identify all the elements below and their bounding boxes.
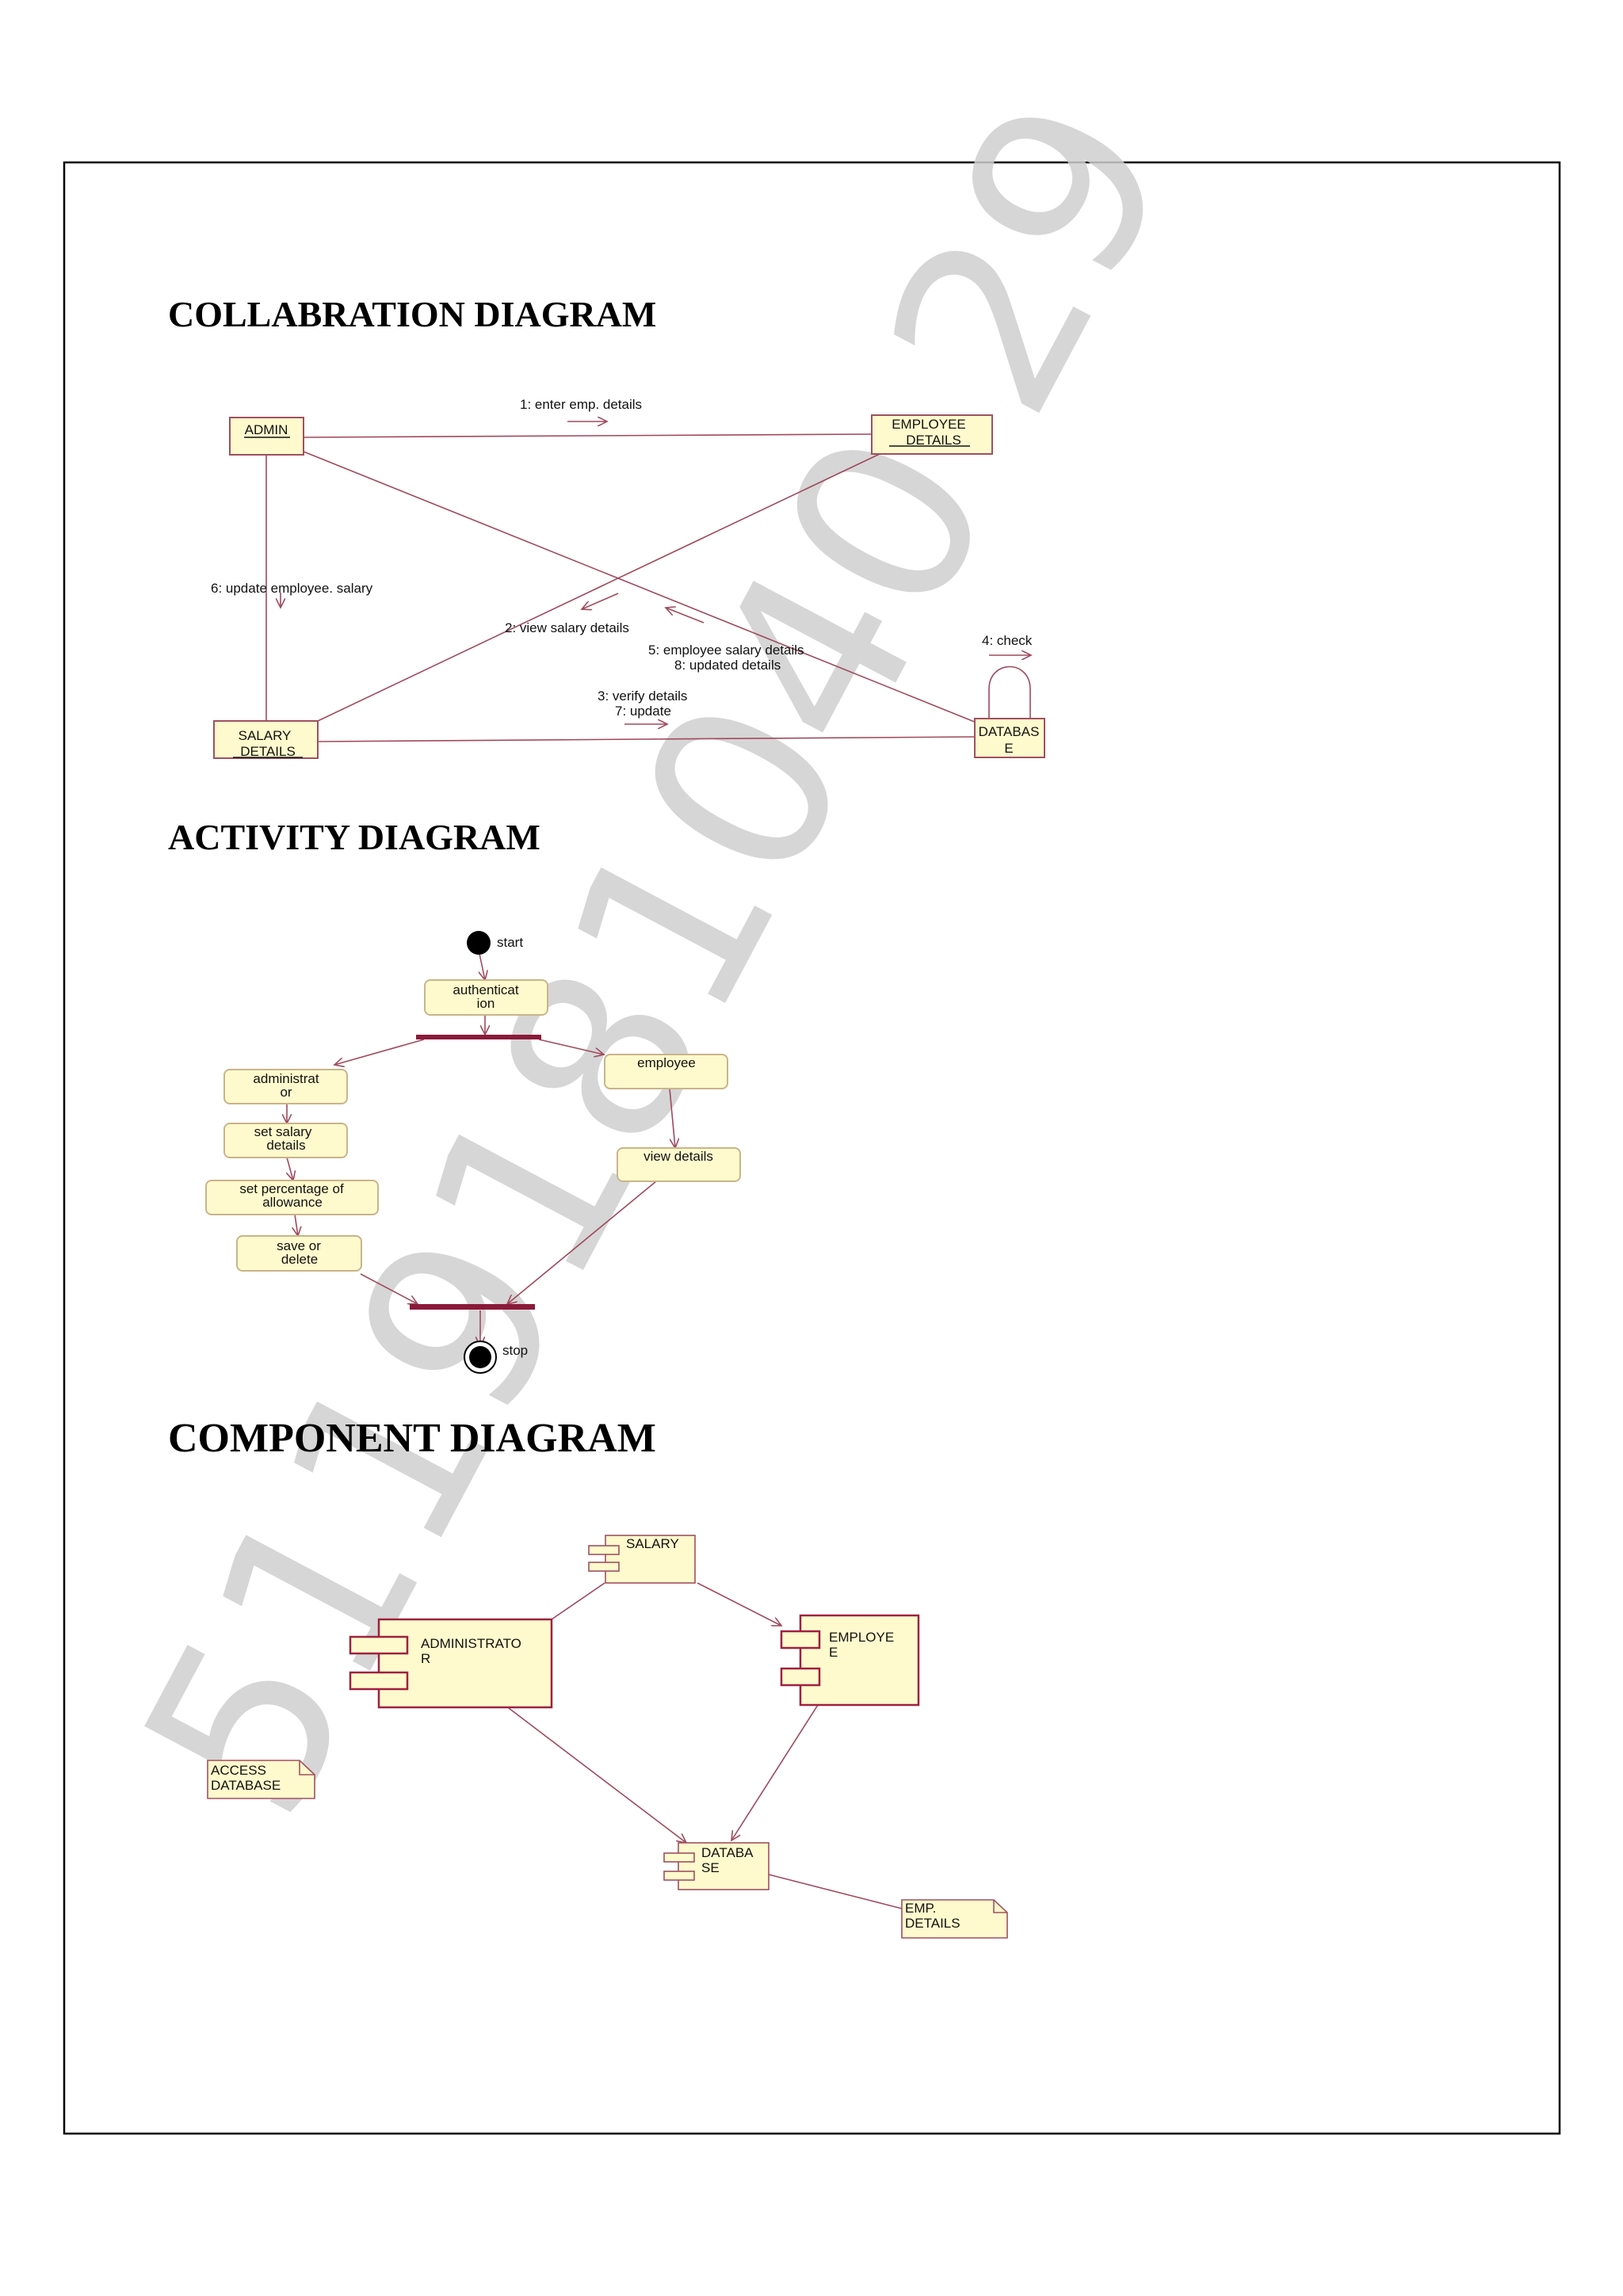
flow-fork-employee xyxy=(538,1039,604,1055)
component-employee: EMPLOYE E xyxy=(780,1614,920,1707)
object-admin: ADMIN xyxy=(229,417,304,456)
flow-save-join xyxy=(360,1273,418,1304)
stop-node xyxy=(469,1346,491,1368)
component-diagram: COMPONENT DIAGRAM SALARY ADMINISTRATO R xyxy=(168,1416,1008,1939)
flow-allow-save xyxy=(295,1214,298,1236)
link-database-self xyxy=(988,666,1031,719)
activity-title: ACTIVITY DIAGRAM xyxy=(168,817,540,857)
note-access-label-2: DATABASE xyxy=(211,1778,281,1793)
fork-bar xyxy=(416,1035,541,1039)
activity-view-details: view details xyxy=(617,1147,741,1182)
component-administrator-label-2: R xyxy=(421,1651,430,1666)
flow-view-join xyxy=(507,1180,657,1304)
note-emp-label-2: DETAILS xyxy=(905,1916,960,1931)
component-database: DATABA SE xyxy=(663,1842,769,1890)
start-node xyxy=(467,931,491,955)
object-database-label-2: E xyxy=(1004,741,1013,756)
collaboration-diagram: COLLABRATION DIAGRAM ADMIN EMPLOYEE DETA… xyxy=(168,294,1045,759)
flow-salary-allow xyxy=(287,1157,293,1180)
message-m2: 2: view salary details xyxy=(505,620,629,635)
message-m4: 4: check xyxy=(982,633,1033,648)
component-administrator-label-1: ADMINISTRATO xyxy=(421,1636,521,1651)
activity-save-delete: save or delete xyxy=(236,1235,362,1272)
activity-administrator-label-2: or xyxy=(280,1085,292,1100)
message-m7: 7: update xyxy=(615,704,671,719)
link-database-note xyxy=(768,1874,903,1909)
activity-administrator-label-1: administrat xyxy=(253,1071,319,1086)
activity-administrator: administrat or xyxy=(223,1069,348,1104)
stop-label: stop xyxy=(502,1343,528,1358)
activity-set-salary: set salary details xyxy=(223,1123,348,1158)
note-emp-label-1: EMP. xyxy=(905,1901,936,1916)
start-label: start xyxy=(497,935,523,950)
object-salary-details: SALARY DETAILS xyxy=(213,720,319,759)
flow-employee-view xyxy=(669,1088,675,1148)
object-employee-details: EMPLOYEE DETAILS xyxy=(871,414,993,455)
activity-save-delete-label-1: save or xyxy=(277,1238,321,1253)
object-database: DATABAS E xyxy=(974,718,1045,758)
dep-employee-database xyxy=(731,1704,819,1840)
message-m1: 1: enter emp. details xyxy=(520,397,642,412)
flow-start-auth xyxy=(478,949,485,980)
link-admin-employee xyxy=(303,433,873,438)
component-employee-label-1: EMPLOYE xyxy=(829,1630,894,1645)
note-access-database: ACCESS DATABASE xyxy=(207,1760,315,1799)
activity-authentication-label-1: authenticat xyxy=(453,982,518,997)
join-bar xyxy=(410,1304,535,1310)
activity-authentication-label-2: ion xyxy=(477,996,495,1011)
activity-set-salary-label-1: set salary xyxy=(254,1124,312,1139)
collaboration-title: COLLABRATION DIAGRAM xyxy=(168,294,656,334)
object-admin-label: ADMIN xyxy=(245,422,288,437)
component-salary-label: SALARY xyxy=(626,1536,679,1551)
activity-diagram: ACTIVITY DIAGRAM start stop authenticat … xyxy=(168,817,741,1374)
object-employee-label-2: DETAILS xyxy=(906,433,961,448)
activity-employee: employee xyxy=(604,1054,728,1089)
note-emp-details: EMP. DETAILS xyxy=(901,1899,1008,1939)
dep-salary-admin xyxy=(551,1582,605,1620)
activity-set-percentage: set percentage of allowance xyxy=(205,1180,379,1215)
message-m8: 8: updated details xyxy=(674,658,781,673)
message-m6: 6: update employee. salary xyxy=(211,581,373,596)
page-border xyxy=(63,161,1561,2135)
component-administrator: ADMINISTRATO R xyxy=(349,1618,553,1709)
component-title: COMPONENT DIAGRAM xyxy=(168,1416,656,1461)
object-salary-label-1: SALARY xyxy=(239,728,292,743)
component-salary: SALARY xyxy=(588,1535,696,1584)
activity-view-details-label: view details xyxy=(643,1149,713,1164)
component-database-label-2: SE xyxy=(701,1860,720,1875)
activity-set-salary-label-2: details xyxy=(266,1138,305,1153)
component-database-label-1: DATABA xyxy=(701,1845,754,1860)
link-employee-salary xyxy=(317,453,880,722)
activity-employee-label: employee xyxy=(637,1055,696,1070)
arrow-m2 xyxy=(582,593,619,609)
link-salary-database xyxy=(317,736,976,742)
note-access-label-1: ACCESS xyxy=(211,1763,266,1778)
object-database-label-1: DATABAS xyxy=(979,724,1040,739)
object-salary-label-2: DETAILS xyxy=(240,744,296,759)
arrow-m5 xyxy=(666,608,705,624)
activity-set-percentage-label-2: allowance xyxy=(262,1195,323,1210)
message-m3: 3: verify details xyxy=(598,688,687,704)
link-admin-database xyxy=(303,451,977,723)
dep-salary-employee xyxy=(697,1582,781,1626)
dep-admin-database xyxy=(508,1707,686,1843)
flow-fork-admin xyxy=(334,1039,425,1065)
object-employee-label-1: EMPLOYEE xyxy=(892,417,966,432)
activity-save-delete-label-2: delete xyxy=(281,1252,318,1267)
component-employee-label-2: E xyxy=(829,1645,838,1660)
message-m5: 5: employee salary details xyxy=(648,643,804,658)
activity-set-percentage-label-1: set percentage of xyxy=(239,1181,344,1196)
activity-authentication: authenticat ion xyxy=(424,979,548,1016)
